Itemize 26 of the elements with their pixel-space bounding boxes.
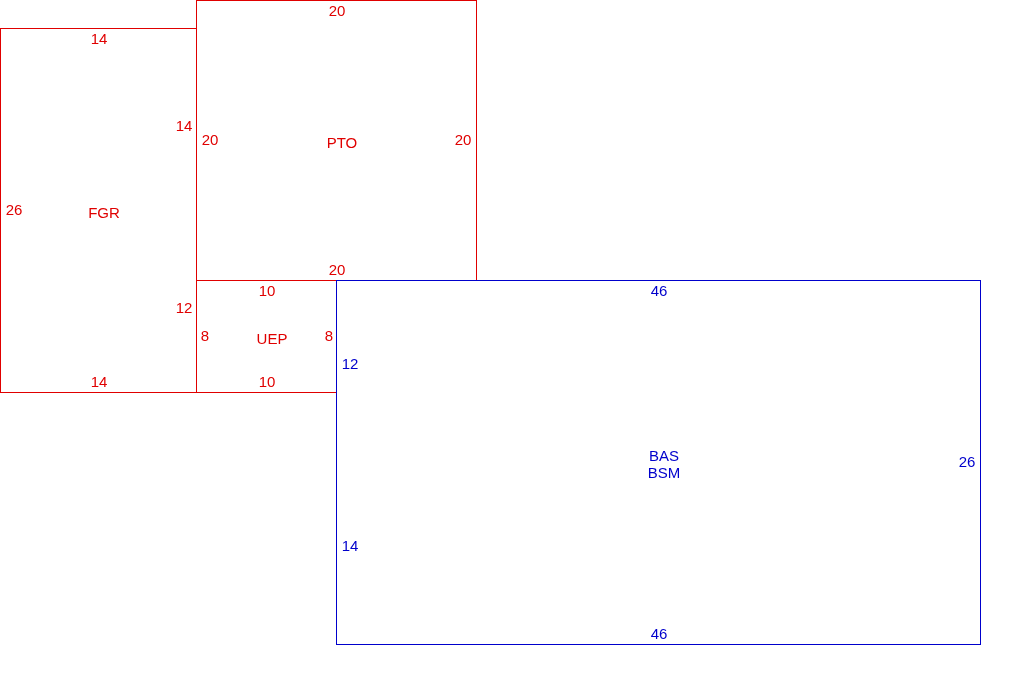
area-label: BAS [649, 448, 679, 464]
dimension-label: 12 [175, 300, 193, 316]
dimension-label: 20 [454, 132, 472, 148]
area-box [336, 280, 981, 645]
dimension-label: 14 [90, 31, 108, 47]
dimension-label: 8 [324, 328, 334, 344]
dimension-label: 14 [90, 374, 108, 390]
area-box [0, 28, 197, 393]
dimension-label: 26 [5, 202, 23, 218]
dimension-label: 20 [328, 3, 346, 19]
area-label: UEP [256, 331, 288, 347]
area-label: FGR [88, 205, 120, 221]
dimension-label: 14 [341, 538, 359, 554]
area-box [196, 0, 477, 281]
area-label: BSM [647, 465, 681, 481]
dimension-label: 46 [650, 626, 668, 642]
dimension-label: 10 [258, 283, 276, 299]
dimension-label: 14 [175, 118, 193, 134]
dimension-label: 20 [201, 132, 219, 148]
dimension-label: 12 [341, 356, 359, 372]
area-label: PTO [326, 135, 358, 151]
dimension-label: 20 [328, 262, 346, 278]
dimension-label: 46 [650, 283, 668, 299]
dimension-label: 8 [200, 328, 210, 344]
dimension-label: 10 [258, 374, 276, 390]
dimension-label: 26 [958, 454, 976, 470]
